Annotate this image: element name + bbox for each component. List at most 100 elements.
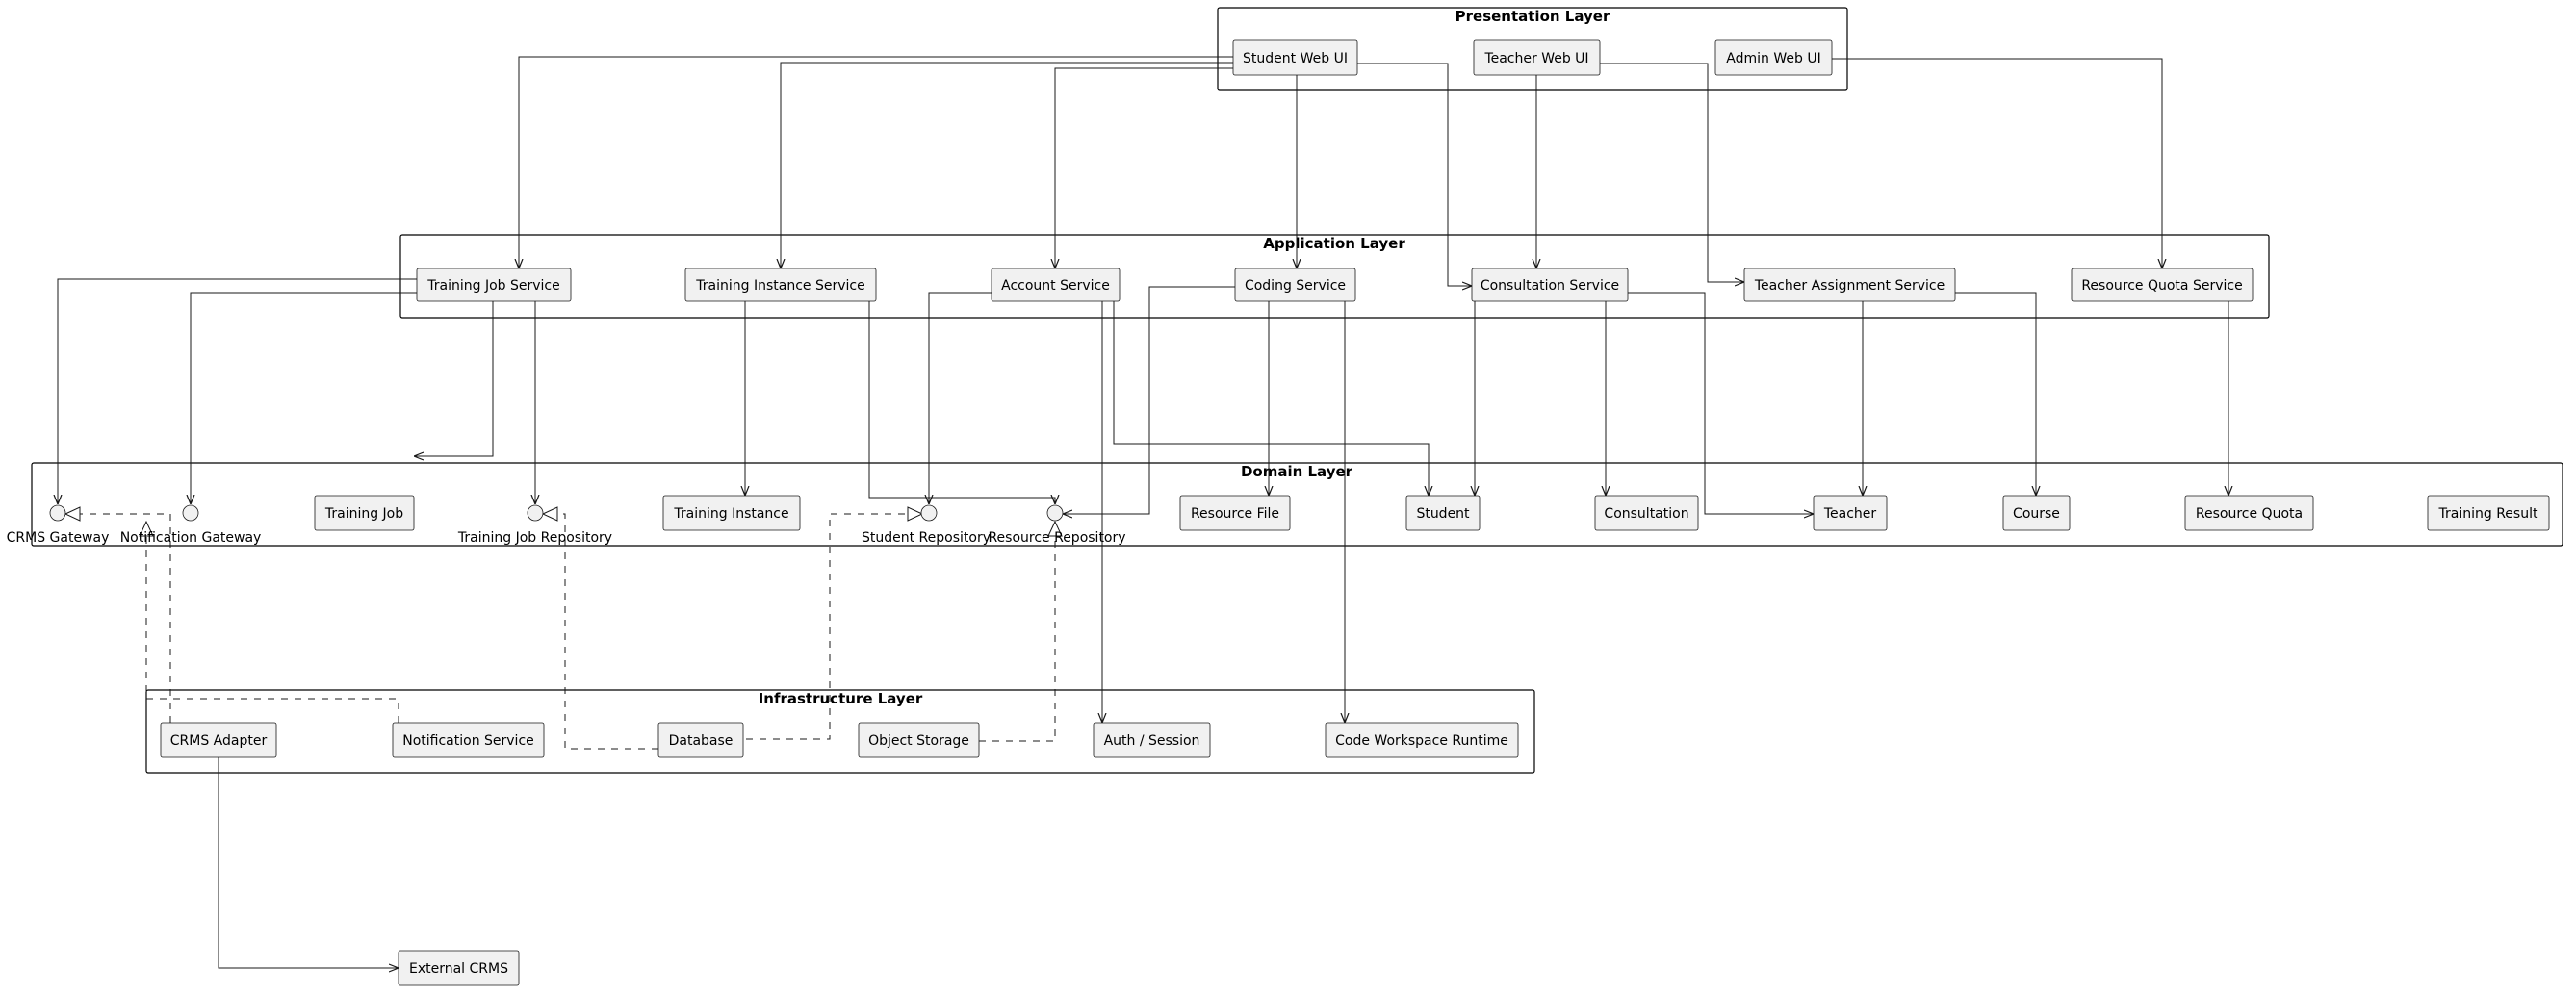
node-notification-service[interactable]: Notification Service [392, 722, 545, 758]
dep-crms-adapter-external-crms [218, 756, 399, 968]
node-resource-file[interactable]: Resource File [1179, 495, 1291, 531]
node-auth-session[interactable]: Auth / Session [1093, 722, 1211, 758]
node-training-instance[interactable]: Training Instance [662, 495, 801, 531]
node-training-result[interactable]: Training Result [2427, 495, 2550, 531]
diagram-shape [2002, 495, 2071, 531]
node-label: Training Result [2438, 506, 2538, 522]
dependency-arrows [58, 56, 2228, 968]
node-database[interactable]: Database [657, 722, 744, 758]
node-label: Training Job Service [426, 278, 559, 294]
realization-links [64, 506, 1063, 750]
node-label: Database [669, 733, 734, 749]
diagram-shape [31, 462, 2563, 547]
real-database-training-job-repository [557, 513, 658, 750]
node-coding-service[interactable]: Coding Service [1234, 268, 1356, 302]
node-label: Training Job [324, 506, 403, 522]
node-teacher-assignment-service[interactable]: Teacher Assignment Service [1743, 268, 1956, 302]
node-training-instance-service[interactable]: Training Instance Service [684, 268, 877, 302]
diagram-shape [1234, 268, 1356, 302]
diagram-shape [2427, 495, 2550, 531]
interface-label: Resource Repository [988, 530, 1125, 546]
node-training-job[interactable]: Training Job [314, 495, 415, 531]
interface-circle [1046, 504, 1064, 522]
interface-label: CRMS Gateway [7, 530, 110, 546]
node-label: Auth / Session [1104, 733, 1200, 749]
node-account-service[interactable]: Account Service [991, 268, 1121, 302]
dep-teacher-ui-teacher-assignment-service [1600, 63, 1744, 282]
node-label: Resource File [1191, 506, 1279, 522]
node-teacher-web-ui[interactable]: Teacher Web UI [1473, 39, 1601, 76]
application-layer: Application Layer [399, 234, 2270, 319]
node-label: Consultation Service [1481, 278, 1619, 294]
diagram-shape [416, 268, 572, 302]
node-consultation[interactable]: Consultation [1594, 495, 1699, 531]
node-label: Admin Web UI [1726, 51, 1820, 66]
node-teacher[interactable]: Teacher [1813, 495, 1888, 531]
node-resource-quota-service[interactable]: Resource Quota Service [2071, 268, 2254, 302]
diagram-shape [1217, 7, 1848, 91]
real-notification-service-notification-gateway [145, 536, 399, 723]
diagram-shape [1179, 495, 1291, 531]
node-student-web-ui[interactable]: Student Web UI [1232, 39, 1358, 76]
interface-student-repository[interactable]: Student Repository [862, 504, 991, 546]
node-label: Teacher [1823, 506, 1877, 522]
real-database-student-repository [746, 513, 908, 740]
diagram-shape [1471, 268, 1629, 302]
diagram-shape [2184, 495, 2314, 531]
node-label: Teacher Assignment Service [1754, 278, 1945, 294]
interface-crms-gateway[interactable]: CRMS Gateway [7, 504, 110, 546]
diagram-shape [1594, 495, 1699, 531]
diagram-shape [1743, 268, 1956, 302]
node-label: External CRMS [409, 961, 508, 977]
diagram-shape [2071, 268, 2254, 302]
dep-coding-service-resource-repository [1063, 286, 1235, 514]
node-training-job-service[interactable]: Training Job Service [416, 268, 572, 302]
dep-student-ui-training-job-service [519, 56, 1233, 268]
dep-student-ui-account-service [1055, 67, 1233, 268]
node-admin-web-ui[interactable]: Admin Web UI [1714, 39, 1833, 76]
diagram-shape [1473, 39, 1601, 76]
infrastructure-layer: Infrastructure Layer [145, 689, 1535, 774]
node-course[interactable]: Course [2002, 495, 2071, 531]
diagram-shape [1093, 722, 1211, 758]
node-consultation-service[interactable]: Consultation Service [1471, 268, 1629, 302]
node-label: Teacher Web UI [1483, 51, 1588, 66]
dep-training-job-service-training-job [414, 301, 494, 456]
dep-training-instance-service-resource-repository [868, 301, 1055, 504]
node-label: Resource Quota Service [2081, 278, 2242, 294]
interface-circle [49, 504, 66, 522]
presentation-layer: Presentation Layer [1217, 7, 1848, 91]
node-code-workspace-runtime[interactable]: Code Workspace Runtime [1325, 722, 1519, 758]
dep-admin-ui-resource-quota-service [1784, 58, 2162, 268]
application-layer-title: Application Layer [1263, 235, 1405, 252]
dep-consultation-service-teacher [1628, 292, 1814, 514]
node-resource-quota[interactable]: Resource Quota [2184, 495, 2314, 531]
node-label: Coding Service [1245, 278, 1346, 294]
node-label: Resource Quota [2196, 506, 2303, 522]
interface-circle [920, 504, 938, 522]
dep-training-job-service-crms-gateway [58, 278, 417, 504]
dep-training-job-service-notification-gateway [191, 292, 417, 504]
node-external-crms[interactable]: External CRMS [398, 950, 520, 986]
dep-account-service-student [1113, 301, 1429, 496]
interface-training-job-repository[interactable]: Training Job Repository [457, 504, 612, 546]
real-crms-adapter-crms-gateway [80, 513, 171, 723]
node-object-storage[interactable]: Object Storage [858, 722, 980, 758]
node-crms-adapter[interactable]: CRMS Adapter [160, 722, 277, 758]
diagram-shape [858, 722, 980, 758]
node-label: Account Service [1001, 278, 1110, 294]
node-student[interactable]: Student [1405, 495, 1481, 531]
realization-head-notification-gateway [139, 520, 154, 537]
diagram-shape [1405, 495, 1481, 531]
diagram-shape [1325, 722, 1519, 758]
interface-circle [182, 504, 199, 522]
diagram-shape [991, 268, 1121, 302]
dep-student-ui-training-instance-service [781, 62, 1233, 268]
interface-resource-repository[interactable]: Resource Repository [988, 504, 1126, 546]
dep-teacher-assignment-service-course [1955, 292, 2036, 496]
interface-notification-gateway[interactable]: Notification Gateway [120, 504, 262, 546]
node-label: CRMS Adapter [170, 733, 268, 749]
node-label: Training Instance Service [695, 278, 864, 294]
diagram-shape [160, 722, 277, 758]
